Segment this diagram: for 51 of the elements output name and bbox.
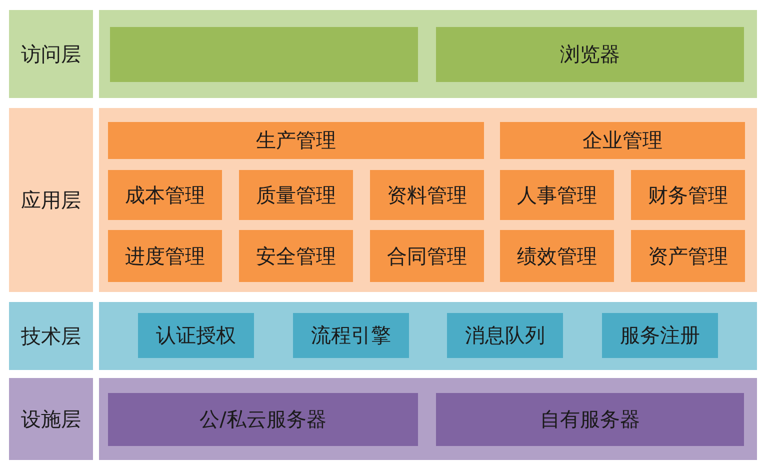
layer-name: 设施层 [21, 406, 81, 432]
layer-band [99, 108, 757, 292]
layer-label [9, 378, 93, 460]
module-name: 财务管理 [648, 182, 728, 208]
module-name: 资料管理 [387, 182, 467, 208]
module-box [631, 170, 745, 220]
layer-band [99, 378, 757, 460]
layer-band [99, 302, 757, 370]
module-box [602, 313, 718, 358]
module-box [293, 313, 409, 358]
module-box [500, 230, 614, 282]
module-name: 质量管理 [256, 182, 336, 208]
group-header-box [500, 122, 745, 159]
module-box [110, 27, 418, 82]
module-box [239, 170, 353, 220]
module-box [631, 230, 745, 282]
module-name: 自有服务器 [540, 406, 640, 433]
module-box [447, 313, 563, 358]
layer-label [9, 302, 93, 370]
layer-band [99, 10, 757, 98]
module-name: 公/私云服务器 [200, 406, 326, 433]
module-name: 绩效管理 [517, 242, 597, 270]
module-box [108, 170, 222, 220]
module-name: 人事管理 [517, 182, 597, 208]
module-name: 消息队列 [465, 322, 545, 349]
layer-name: 应用层 [21, 186, 81, 214]
module-name: 资产管理 [648, 242, 728, 270]
layer-label [9, 108, 93, 292]
module-name: 认证授权 [156, 322, 236, 349]
module-name: 成本管理 [125, 182, 205, 208]
module-name: 安全管理 [256, 242, 336, 270]
module-box [436, 27, 744, 82]
module-box [500, 170, 614, 220]
module-box [239, 230, 353, 282]
module-box [370, 170, 484, 220]
layer-name: 访问层 [21, 40, 81, 68]
module-box [108, 230, 222, 282]
module-name: 服务注册 [620, 322, 700, 349]
module-box [138, 313, 254, 358]
group-header-box [108, 122, 484, 159]
module-name: 流程引擎 [311, 322, 391, 349]
module-name: 进度管理 [125, 242, 205, 270]
layer-name: 技术层 [21, 322, 81, 350]
module-box [370, 230, 484, 282]
module-name: 生产管理 [256, 127, 336, 154]
module-name: 合同管理 [387, 242, 467, 270]
module-box [108, 393, 418, 446]
layer-label [9, 10, 93, 98]
module-name: 浏览器 [560, 41, 620, 68]
module-name: 企业管理 [582, 127, 662, 154]
module-box [436, 393, 744, 446]
